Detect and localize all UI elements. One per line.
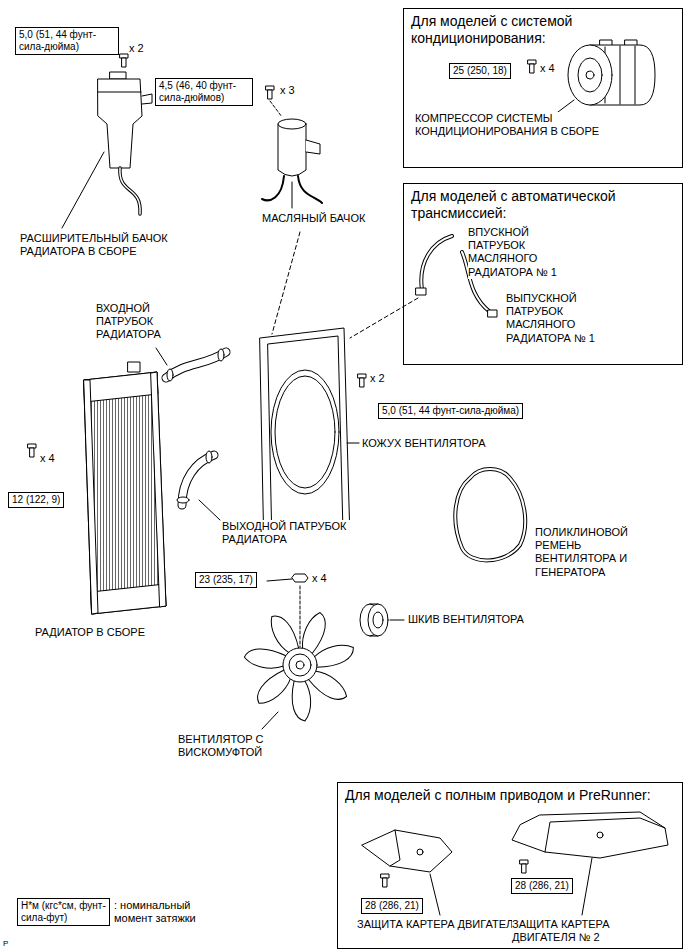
frame-title: Для моделей с полным приводом и PreRunne… [345,787,675,804]
torque-value: 23 (235, 17) [199,574,253,586]
torque-box: 5,0 (51, 44 фунт-сила-дюйма) [15,27,119,55]
quantity-label: x 2 [370,372,385,385]
quantity-label: x 2 [129,42,144,55]
torque-value: 25 (250, 18) [453,65,507,77]
part-label: РАДИАТОР В СБОРЕ [35,626,145,639]
variant-frame: Для моделей с системой кондиционирования… [403,8,683,168]
torque-value: 28 (286, 21) [365,900,419,912]
frame-title: Для моделей с системой кондиционирования… [411,13,675,47]
part-label: КОЖУХ ВЕНТИЛЯТОРА [362,437,486,450]
torque-box: 23 (235, 17) [195,572,257,588]
torque-box: 4,5 (46, 40 фунт-сила-дюймов) [155,78,253,106]
page-mark: P [3,939,8,949]
part-label: ВПУСКНОЙ ПАТРУБОК МАСЛЯНОГО РАДИАТОРА № … [468,226,563,279]
torque-value: 5,0 (51, 44 фунт-сила-дюйма) [382,405,519,417]
part-label: КОМПРЕССОР СИСТЕМЫ КОНДИЦИОНИРОВАНИЯ В С… [415,112,600,138]
part-label: ВЫХОДНОЙ ПАТРУБОК РАДИАТОРА [222,520,382,546]
torque-value: 12 (122, 9) [12,494,60,506]
quantity-label: x 3 [280,84,295,97]
torque-value: 28 (286, 21) [515,880,569,892]
part-label: МАСЛЯНЫЙ БАЧОК [262,212,365,225]
frame-title: Для моделей с автоматической трансмиссие… [411,188,675,222]
part-label: ВЫПУСКНОЙ ПАТРУБОК МАСЛЯНОГО РАДИАТОРА №… [506,292,616,345]
torque-box: 28 (286, 21) [361,898,423,914]
part-label: ШКИВ ВЕНТИЛЯТОРА [408,613,524,626]
legend-description: : номинальный момент затяжки [114,898,214,925]
torque-box: 28 (286, 21) [511,878,573,894]
torque-value: 5,0 (51, 44 фунт-сила-дюйма) [19,29,115,53]
torque-box: 25 (250, 18) [449,63,511,79]
quantity-label: x 4 [312,572,327,585]
quantity-label: x 4 [40,452,55,465]
part-label: РАСШИРИТЕЛЬНЫЙ БАЧОК РАДИАТОРА В СБОРЕ [20,232,180,258]
torque-box: 5,0 (51, 44 фунт-сила-дюйма) [378,403,523,419]
legend-key-text: Н*м (кгс*см, фунт-сила-фут) [17,898,110,926]
part-label: ЗАЩИТА КАРТЕРА ДВИГАТЕЛЯ № 2 [512,918,642,944]
part-label: ВЕНТИЛЯТОР С ВИСКОМУФТОЙ [178,733,288,759]
legend-box: Н*м (кгс*см, фунт-сила-фут): номинальный… [17,898,214,926]
quantity-label: x 4 [540,62,555,75]
torque-box: 12 (122, 9) [8,492,64,508]
torque-value: 4,5 (46, 40 фунт-сила-дюймов) [159,80,249,104]
part-label: ПОЛИКЛИНОВОЙ РЕМЕНЬ ВЕНТИЛЯТОРА И ГЕНЕРА… [535,526,640,579]
part-label: ВХОДНОЙ ПАТРУБОК РАДИАТОРА [96,302,196,342]
